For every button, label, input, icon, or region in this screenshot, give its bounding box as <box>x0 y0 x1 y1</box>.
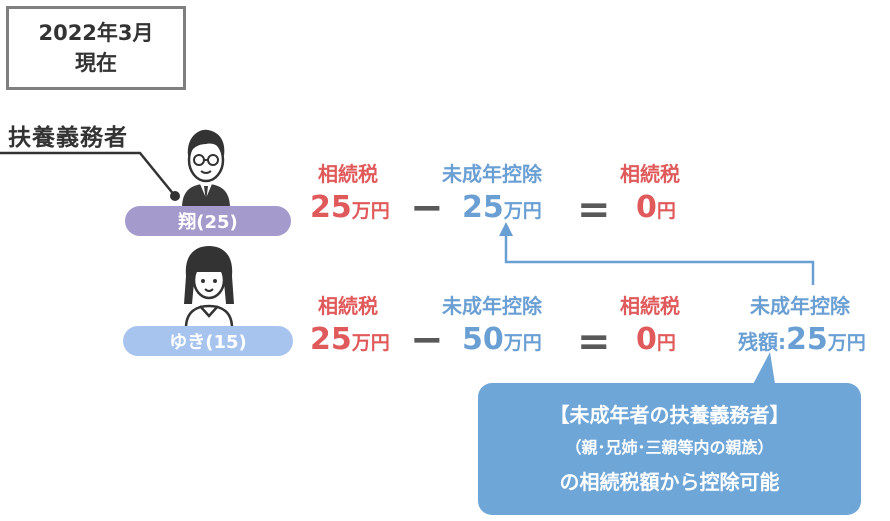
row1-tax-number: 25 <box>310 190 352 225</box>
row1-deduction-unit: 万円 <box>503 200 542 222</box>
boy-avatar-icon <box>182 129 230 208</box>
remaining-deduction-heading: 未成年控除 <box>750 294 850 318</box>
transfer-arrow-head <box>499 222 513 236</box>
person-badge-yuki: ゆき(15) <box>123 326 293 356</box>
guardian-label: 扶養義務者 <box>8 125 128 151</box>
remaining-label: 残額: <box>738 330 786 354</box>
row1-result-value: 0円 <box>636 190 676 225</box>
person-badge-sho: 翔(25) <box>125 206 291 236</box>
row2-tax-unit: 万円 <box>351 332 390 354</box>
row2-result-unit: 円 <box>656 332 676 354</box>
row2-tax-heading: 相続税 <box>318 294 378 318</box>
transfer-arrow-line <box>504 232 815 285</box>
row2-deduction-number: 50 <box>462 322 504 357</box>
girl-avatar-icon <box>184 246 234 328</box>
row1-deduction-number: 25 <box>462 190 504 225</box>
remaining-deduction-value: 残額:25万円 <box>738 322 866 357</box>
row1-result-number: 0 <box>636 190 657 225</box>
equals-sign-1: = <box>577 187 611 233</box>
row2-deduction-heading: 未成年控除 <box>442 294 542 318</box>
row1-tax-heading: 相続税 <box>318 162 378 186</box>
date-line1: 2022年3月 <box>38 21 154 45</box>
row1-result-heading: 相続税 <box>620 162 680 186</box>
row1-deduction-heading: 未成年控除 <box>442 162 542 186</box>
row1-tax-value: 25万円 <box>310 190 390 225</box>
callout-line2: （親･兄姉･三親等内の親族） <box>565 438 774 457</box>
callout-tail <box>750 352 776 390</box>
guardian-pointer-line <box>0 151 176 197</box>
remaining-number: 25 <box>786 322 828 357</box>
row2-deduction-unit: 万円 <box>503 332 542 354</box>
callout-line1: 【未成年者の扶養義務者】 <box>549 403 790 427</box>
row2-result-value: 0円 <box>636 322 676 357</box>
row1-deduction-value: 25万円 <box>462 190 542 225</box>
callout-box: 【未成年者の扶養義務者】 （親･兄姉･三親等内の親族） の相続税額から控除可能 <box>478 383 861 515</box>
date-line2: 現在 <box>75 51 117 75</box>
row2-deduction-value: 50万円 <box>462 322 542 357</box>
row2-tax-value: 25万円 <box>310 322 390 357</box>
row1-result-unit: 円 <box>656 200 676 222</box>
equals-sign-2: = <box>577 319 611 365</box>
callout-line3: の相続税額から控除可能 <box>559 470 780 494</box>
date-box: 2022年3月 現在 <box>6 6 186 90</box>
row2-result-number: 0 <box>636 322 657 357</box>
row2-tax-number: 25 <box>310 322 352 357</box>
guardian-pointer-dot <box>170 191 180 201</box>
row2-result-heading: 相続税 <box>620 294 680 318</box>
minus-sign-1: − <box>410 185 444 231</box>
remaining-unit: 万円 <box>827 332 866 354</box>
row1-tax-unit: 万円 <box>351 200 390 222</box>
minus-sign-2: − <box>410 317 444 363</box>
